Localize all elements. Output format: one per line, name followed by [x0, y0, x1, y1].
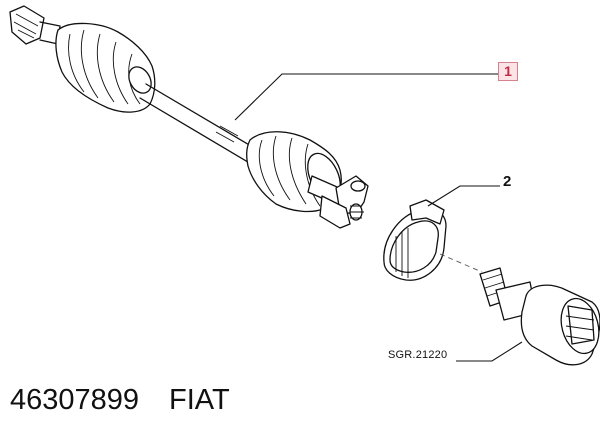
assembly-axis	[439, 253, 483, 273]
callout-2-label: 2	[503, 173, 512, 190]
callout-2-leader	[427, 185, 500, 207]
part-number: 46307899	[10, 384, 140, 416]
drive-shaft-bar	[139, 83, 269, 169]
callout-1-label[interactable]: 1	[498, 62, 518, 81]
boot-clamp-ring	[383, 199, 447, 281]
outer-joint-stub	[9, 5, 61, 45]
part-code-leader	[456, 341, 523, 362]
callout-1-leader	[234, 73, 498, 121]
tool-part-code: SGR.21220	[388, 349, 448, 361]
splined-tool	[479, 267, 600, 366]
brand-name: FIAT	[169, 384, 230, 416]
footer-caption: 46307899 FIAT	[10, 384, 230, 417]
outer-cv-boot	[55, 22, 156, 113]
tripod-joint	[307, 175, 369, 229]
